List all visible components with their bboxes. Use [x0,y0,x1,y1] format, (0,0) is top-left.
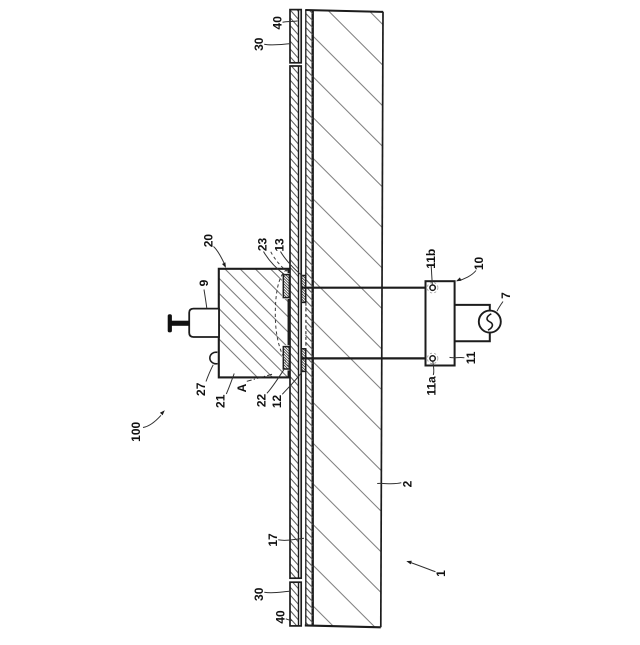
svg-text:30: 30 [252,587,266,601]
svg-text:10: 10 [472,257,486,271]
svg-text:20: 20 [201,234,215,248]
svg-text:23: 23 [256,238,270,252]
svg-text:27: 27 [194,382,208,396]
svg-text:40: 40 [271,16,285,30]
svg-text:2: 2 [400,480,414,487]
svg-text:11a: 11a [424,376,438,396]
svg-text:1: 1 [434,570,448,577]
svg-text:100: 100 [129,421,143,441]
svg-text:21: 21 [214,394,228,408]
svg-text:13: 13 [273,238,287,252]
svg-text:22: 22 [254,394,268,408]
svg-text:A: A [235,383,249,392]
svg-text:11: 11 [464,351,478,364]
svg-text:30: 30 [252,37,266,51]
svg-text:40: 40 [273,610,287,624]
svg-text:7: 7 [499,292,513,299]
svg-text:11b: 11b [424,249,438,269]
svg-text:17: 17 [266,533,280,547]
svg-text:9: 9 [197,279,211,286]
svg-text:12: 12 [270,395,284,409]
